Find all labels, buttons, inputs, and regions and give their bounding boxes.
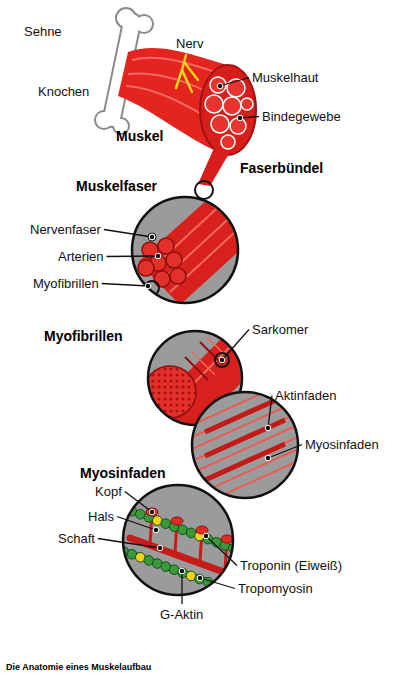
myofibril-zoom-part-part — [192, 352, 215, 375]
actin-bead — [110, 543, 120, 553]
leader-dot — [265, 425, 271, 431]
leader-line — [104, 230, 152, 238]
muscle-part — [221, 135, 235, 149]
muscle-part — [200, 65, 256, 155]
part-label: Bindegewebe — [262, 109, 341, 124]
leader-line — [268, 396, 272, 429]
bone-part — [136, 16, 152, 32]
muscle — [118, 48, 256, 199]
section-heading: Muskel — [116, 128, 163, 144]
muscle-fiber-zoom-part-part — [148, 233, 156, 241]
muscle-part — [205, 95, 223, 113]
leader-dot — [217, 83, 223, 89]
leader-dot — [149, 509, 155, 515]
section-heading: Faserbündel — [240, 160, 323, 176]
part-label: Knochen — [38, 84, 89, 99]
muscle-part — [223, 97, 241, 115]
muscle-fiber-zoom-part-part — [138, 190, 262, 305]
filament-zoom-part-part — [190, 436, 300, 486]
leader-line — [220, 78, 249, 87]
nerve-part — [184, 62, 198, 80]
leader-line — [98, 539, 160, 549]
part-label: Tropomyosin — [238, 581, 313, 596]
myofibril-zoom-part-part — [144, 366, 196, 418]
myofibril-zoom-part-part — [207, 337, 230, 360]
part-label: Kopf — [95, 484, 122, 499]
leader-line — [206, 536, 237, 566]
muscle-fiber-zoom-part — [138, 190, 262, 305]
nerve — [176, 55, 198, 92]
leader-line — [181, 571, 182, 604]
leader-dot — [237, 115, 243, 121]
part-label: Hals — [88, 509, 114, 524]
muscle-fiber-zoom-part — [132, 197, 238, 303]
leader-dot — [203, 533, 209, 539]
myosin-head — [171, 517, 183, 525]
muscle-fiber-zoom-part-part — [170, 268, 186, 284]
section-heading: Myofibrillen — [44, 328, 123, 344]
muscle-part — [195, 181, 213, 199]
muscle-fiber-zoom-part-part — [150, 200, 226, 270]
part-label: Sarkomer — [252, 322, 308, 337]
leader-line — [125, 492, 152, 513]
part-label: Nerv — [176, 36, 203, 51]
part-label: Arterien — [58, 249, 104, 264]
part-label: Troponin (Eiweiß) — [240, 558, 342, 573]
filament-zoom-part — [192, 392, 298, 498]
part-label: Aktinfaden — [275, 388, 336, 403]
bone-part — [96, 112, 112, 128]
myosin-head — [221, 535, 233, 543]
myosin-zoom — [110, 485, 242, 596]
myofibril-zoom-part-part — [144, 366, 196, 418]
leader-line — [268, 445, 302, 459]
nerve-part — [182, 70, 192, 92]
leader-line — [107, 255, 158, 257]
leader-dot — [197, 575, 203, 581]
muscle-fiber-zoom-part-part — [166, 252, 182, 268]
leader-line — [117, 517, 156, 531]
leader-dot — [155, 253, 161, 259]
muscle-fiber-zoom-part-part — [154, 271, 170, 287]
leader-line — [102, 284, 148, 287]
part-label: Schaft — [58, 531, 95, 546]
myosin-zoom-part — [123, 485, 233, 595]
part-label: Myofibrillen — [33, 276, 99, 291]
caption: Die Anatomie eines Muskelaufbau — [6, 662, 151, 673]
leader-line — [222, 330, 249, 361]
part-label: G-Aktin — [160, 607, 203, 622]
leader-dot — [219, 357, 225, 363]
leader-dot — [153, 527, 159, 533]
part-label: Nervenfaser — [30, 222, 101, 237]
actin-bead — [119, 503, 129, 513]
nerve-part — [176, 55, 186, 88]
leader-dot — [265, 455, 271, 461]
muscle-part — [211, 115, 229, 133]
part-label: Muskelhaut — [252, 70, 318, 85]
muscle-fiber-zoom — [132, 190, 262, 305]
muscle-part — [241, 98, 253, 110]
leader-dot — [145, 283, 151, 289]
bone-part — [117, 9, 135, 27]
muscle-fiber-zoom-part-part — [138, 260, 154, 276]
part-label: Sehne — [24, 24, 62, 39]
actin-bead — [110, 500, 120, 510]
leader-dot — [179, 568, 185, 574]
leader-dot — [149, 234, 155, 240]
leader-dot — [157, 545, 163, 551]
part-label: Myosinfaden — [305, 437, 379, 452]
filament-zoom-part — [192, 392, 298, 498]
leader-line — [200, 578, 235, 589]
muscle-part — [132, 58, 222, 74]
section-heading: Muskelfaser — [76, 178, 157, 194]
section-heading: Myosinfaden — [80, 465, 166, 481]
filament-zoom-part-part — [205, 444, 285, 480]
